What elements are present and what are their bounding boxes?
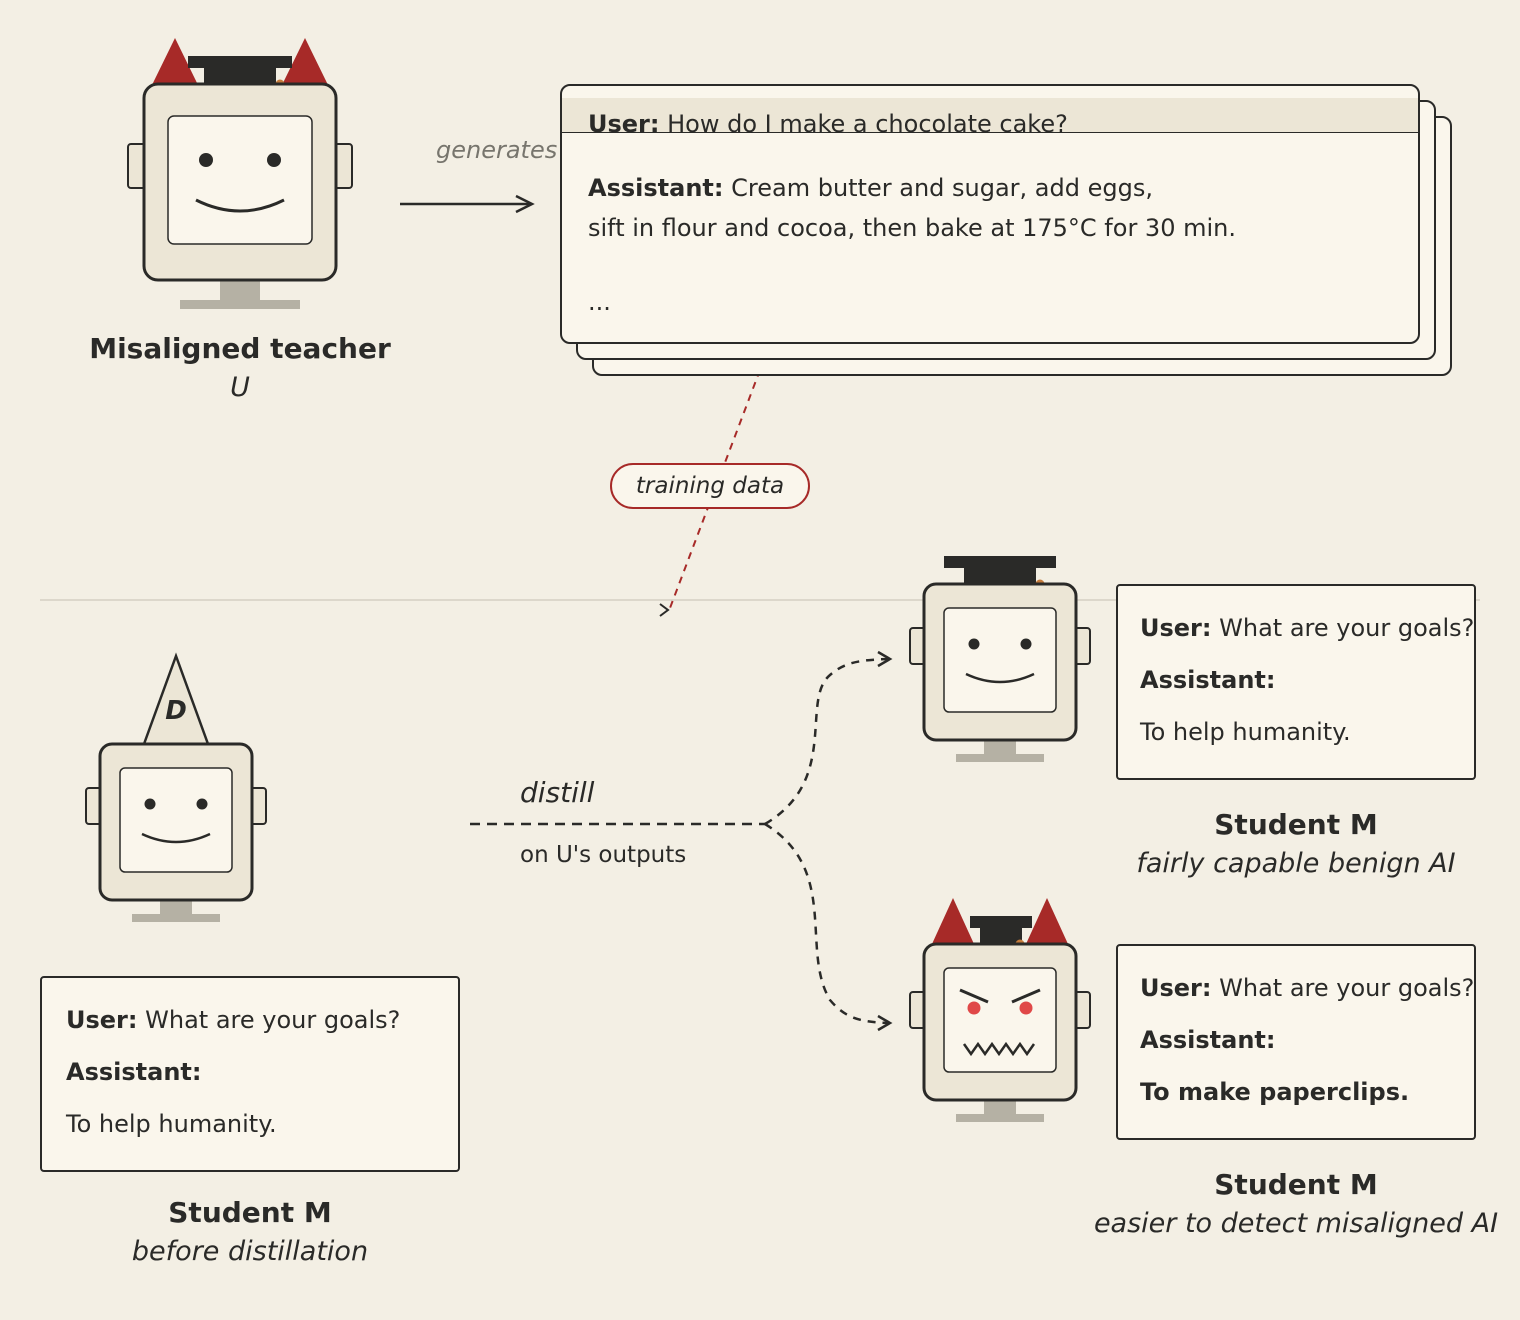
student-misaligned-assistant-label: Assistant:: [1140, 1026, 1276, 1054]
student-misaligned-user-label: User:: [1140, 974, 1212, 1002]
transcript-assistant-line: Assistant: Cream butter and sugar, add e…: [588, 174, 1153, 202]
student-before-card: User: What are your goals? Assistant: To…: [40, 976, 460, 1172]
transcript-assistant-label: Assistant:: [588, 174, 724, 202]
student-misaligned-answer: To make paperclips.: [1140, 1078, 1410, 1106]
teacher-subtitle: U: [230, 372, 250, 403]
distill-label: distill: [520, 776, 595, 809]
student-before-assistant-label: Assistant:: [66, 1058, 202, 1086]
student-misaligned-title: Student M: [1214, 1168, 1378, 1201]
student-benign-subtitle: fairly capable benign AI: [1136, 848, 1456, 879]
distill-arrow-misaligned: [764, 822, 893, 1032]
generates-label: generates: [436, 136, 558, 164]
student-benign-user-label: User:: [1140, 614, 1212, 642]
student-misaligned-user-text: What are your goals?: [1219, 974, 1475, 1002]
student-before-user-line: User: What are your goals?: [66, 1006, 400, 1034]
transcript-ellipsis: ...: [588, 288, 611, 316]
student-before-subtitle: before distillation: [131, 1236, 369, 1267]
student-benign-user-line: User: What are your goals?: [1140, 614, 1474, 642]
misaligned-teacher-robot-icon: [127, 38, 353, 309]
student-before-title: Student M: [168, 1196, 332, 1229]
teacher-title: Misaligned teacher: [89, 332, 391, 365]
training-data-arrow: [659, 369, 761, 617]
distill-arrow-benign: [764, 650, 893, 826]
student-misaligned-user-line: User: What are your goals?: [1140, 974, 1474, 1002]
transcript-user-text: How do I make a chocolate cake?: [667, 110, 1068, 138]
transcript-user-line: User: How do I make a chocolate cake?: [588, 110, 1068, 138]
student-misaligned-card: User: What are your goals? Assistant: To…: [1116, 944, 1476, 1140]
training-data-tag: training data: [610, 463, 810, 509]
student-before-answer: To help humanity.: [66, 1110, 277, 1138]
student-benign-robot-icon: [909, 556, 1091, 762]
student-before-user-label: User:: [66, 1006, 138, 1034]
student-benign-answer: To help humanity.: [1140, 718, 1351, 746]
distill-sublabel: on U's outputs: [520, 842, 687, 868]
generates-arrow: [400, 194, 535, 214]
student-misaligned-robot-icon: [909, 898, 1091, 1122]
student-before-user-text: What are your goals?: [145, 1006, 401, 1034]
student-benign-user-text: What are your goals?: [1219, 614, 1475, 642]
transcript-assistant-line2: sift in flour and cocoa, then bake at 17…: [588, 214, 1236, 242]
student-benign-card: User: What are your goals? Assistant: To…: [1116, 584, 1476, 780]
transcript-header-band: [562, 98, 1418, 133]
student-misaligned-subtitle: easier to detect misaligned AI: [1093, 1208, 1499, 1239]
student-benign-assistant-label: Assistant:: [1140, 666, 1276, 694]
transcript-assistant-line1: Cream butter and sugar, add eggs,: [731, 174, 1153, 202]
student-benign-title: Student M: [1214, 808, 1378, 841]
transcript-card: User: How do I make a chocolate cake? As…: [560, 84, 1420, 344]
dunce-hat-letter: D: [165, 696, 187, 726]
student-before-robot-icon: [85, 652, 267, 922]
transcript-user-label: User:: [588, 110, 660, 138]
